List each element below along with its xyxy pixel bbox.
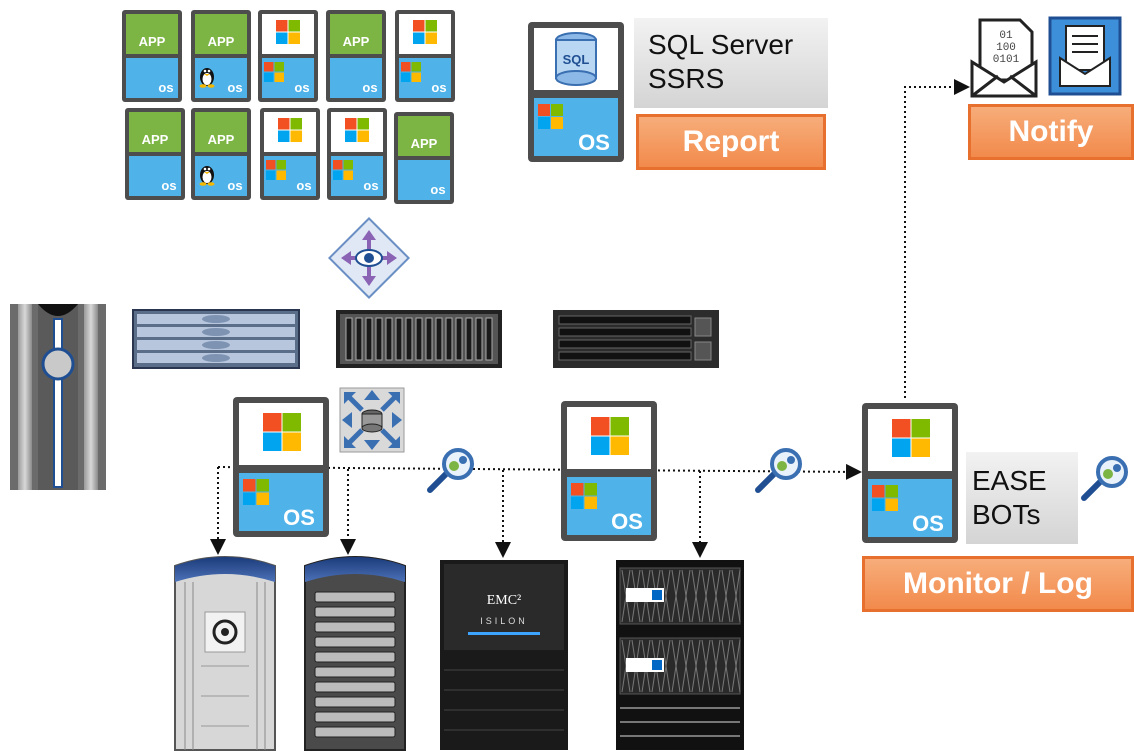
vm-instance: APP os [326,10,386,102]
os-label: os [431,80,446,95]
windows-icon [266,160,286,180]
binary-mail-icon: 01 100 0101 [970,18,1038,98]
windows-icon [333,160,353,180]
sql-database-icon: SQL [555,32,597,86]
os-label: os [363,178,378,193]
search-gear-icon [1081,456,1128,501]
sql-label: SQL [563,52,590,67]
windows-icon [263,413,301,451]
os-label: os [161,178,176,193]
monitor-host-server: OS [862,403,958,543]
os-label: os [227,178,242,193]
os-label: os [158,80,173,95]
netapp-storage [616,560,744,750]
monitor-log-button[interactable]: Monitor / Log [862,556,1134,612]
linux-icon [199,68,215,88]
app-label: APP [139,34,166,49]
storage-array-1 [174,556,276,751]
emc-brand-label: EMC² [487,593,522,608]
os-label: OS [283,505,315,530]
report-label: Report [682,125,780,158]
vm-instance: os [395,10,455,102]
vm-instance: os [258,10,318,102]
document-mail-icon [1048,16,1122,96]
report-server: SQL OS [528,22,624,162]
host-server-1: OS [233,397,329,537]
rack-server [336,310,502,368]
vm-instance: os [260,108,320,200]
windows-icon [276,20,300,44]
windows-icon [872,485,898,511]
windows-icon [278,118,302,142]
windows-icon [345,118,369,142]
vm-instance: os [327,108,387,200]
search-gear-icon [755,448,802,493]
svg-text:0101: 0101 [993,54,1020,66]
monitor-title-line1: EASE [972,465,1047,496]
connector-lines [210,79,970,558]
vm-instance: APP os [122,10,182,102]
os-label: OS [912,511,944,536]
monitor-title-box: EASE BOTs [966,452,1078,544]
windows-icon [243,479,269,505]
report-title-line1: SQL Server [648,29,794,60]
svg-text:100: 100 [996,42,1016,54]
tower-server [10,304,106,490]
app-label: APP [411,136,438,151]
isilon-storage: EMC² ISILON [440,560,568,750]
vm-instance: APP os [125,108,185,200]
windows-icon [892,419,930,457]
os-label: os [296,178,311,193]
monitor-title-line2: BOTs [972,499,1041,530]
bus-line [217,463,862,480]
app-label: APP [343,34,370,49]
report-title-box: SQL Server SSRS [634,18,828,108]
os-label: os [227,80,242,95]
monitor-log-label: Monitor / Log [903,567,1093,600]
notify-label: Notify [1008,115,1094,148]
search-gear-icon [427,448,474,493]
windows-icon [264,62,284,82]
database-arrows-icon [339,387,405,453]
vm-instance: APP os [394,112,454,204]
blade-server [132,309,300,369]
vm-instance: APP os [191,108,251,200]
os-label: OS [611,509,643,534]
windows-icon [571,483,597,509]
report-title-line2: SSRS [648,63,725,94]
eye-arrows-glyph [341,230,397,286]
os-label: os [430,182,445,197]
app-label: APP [208,34,235,49]
windows-icon [538,104,563,129]
notify-link-line [904,79,970,398]
app-label: APP [142,132,169,147]
host-server-2: OS [561,401,657,541]
notify-button[interactable]: Notify [968,104,1134,160]
os-label: os [362,80,377,95]
windows-icon [591,417,629,455]
os-label: OS [578,130,610,155]
os-label: os [294,80,309,95]
windows-icon [413,20,437,44]
app-label: APP [208,132,235,147]
report-button[interactable]: Report [636,114,826,170]
svg-text:01: 01 [999,30,1013,42]
windows-icon [401,62,421,82]
storage-server [553,310,719,368]
linux-icon [199,166,215,186]
vm-instance: APP os [191,10,251,102]
isilon-label: ISILON [480,616,528,626]
storage-array-2 [304,556,406,751]
